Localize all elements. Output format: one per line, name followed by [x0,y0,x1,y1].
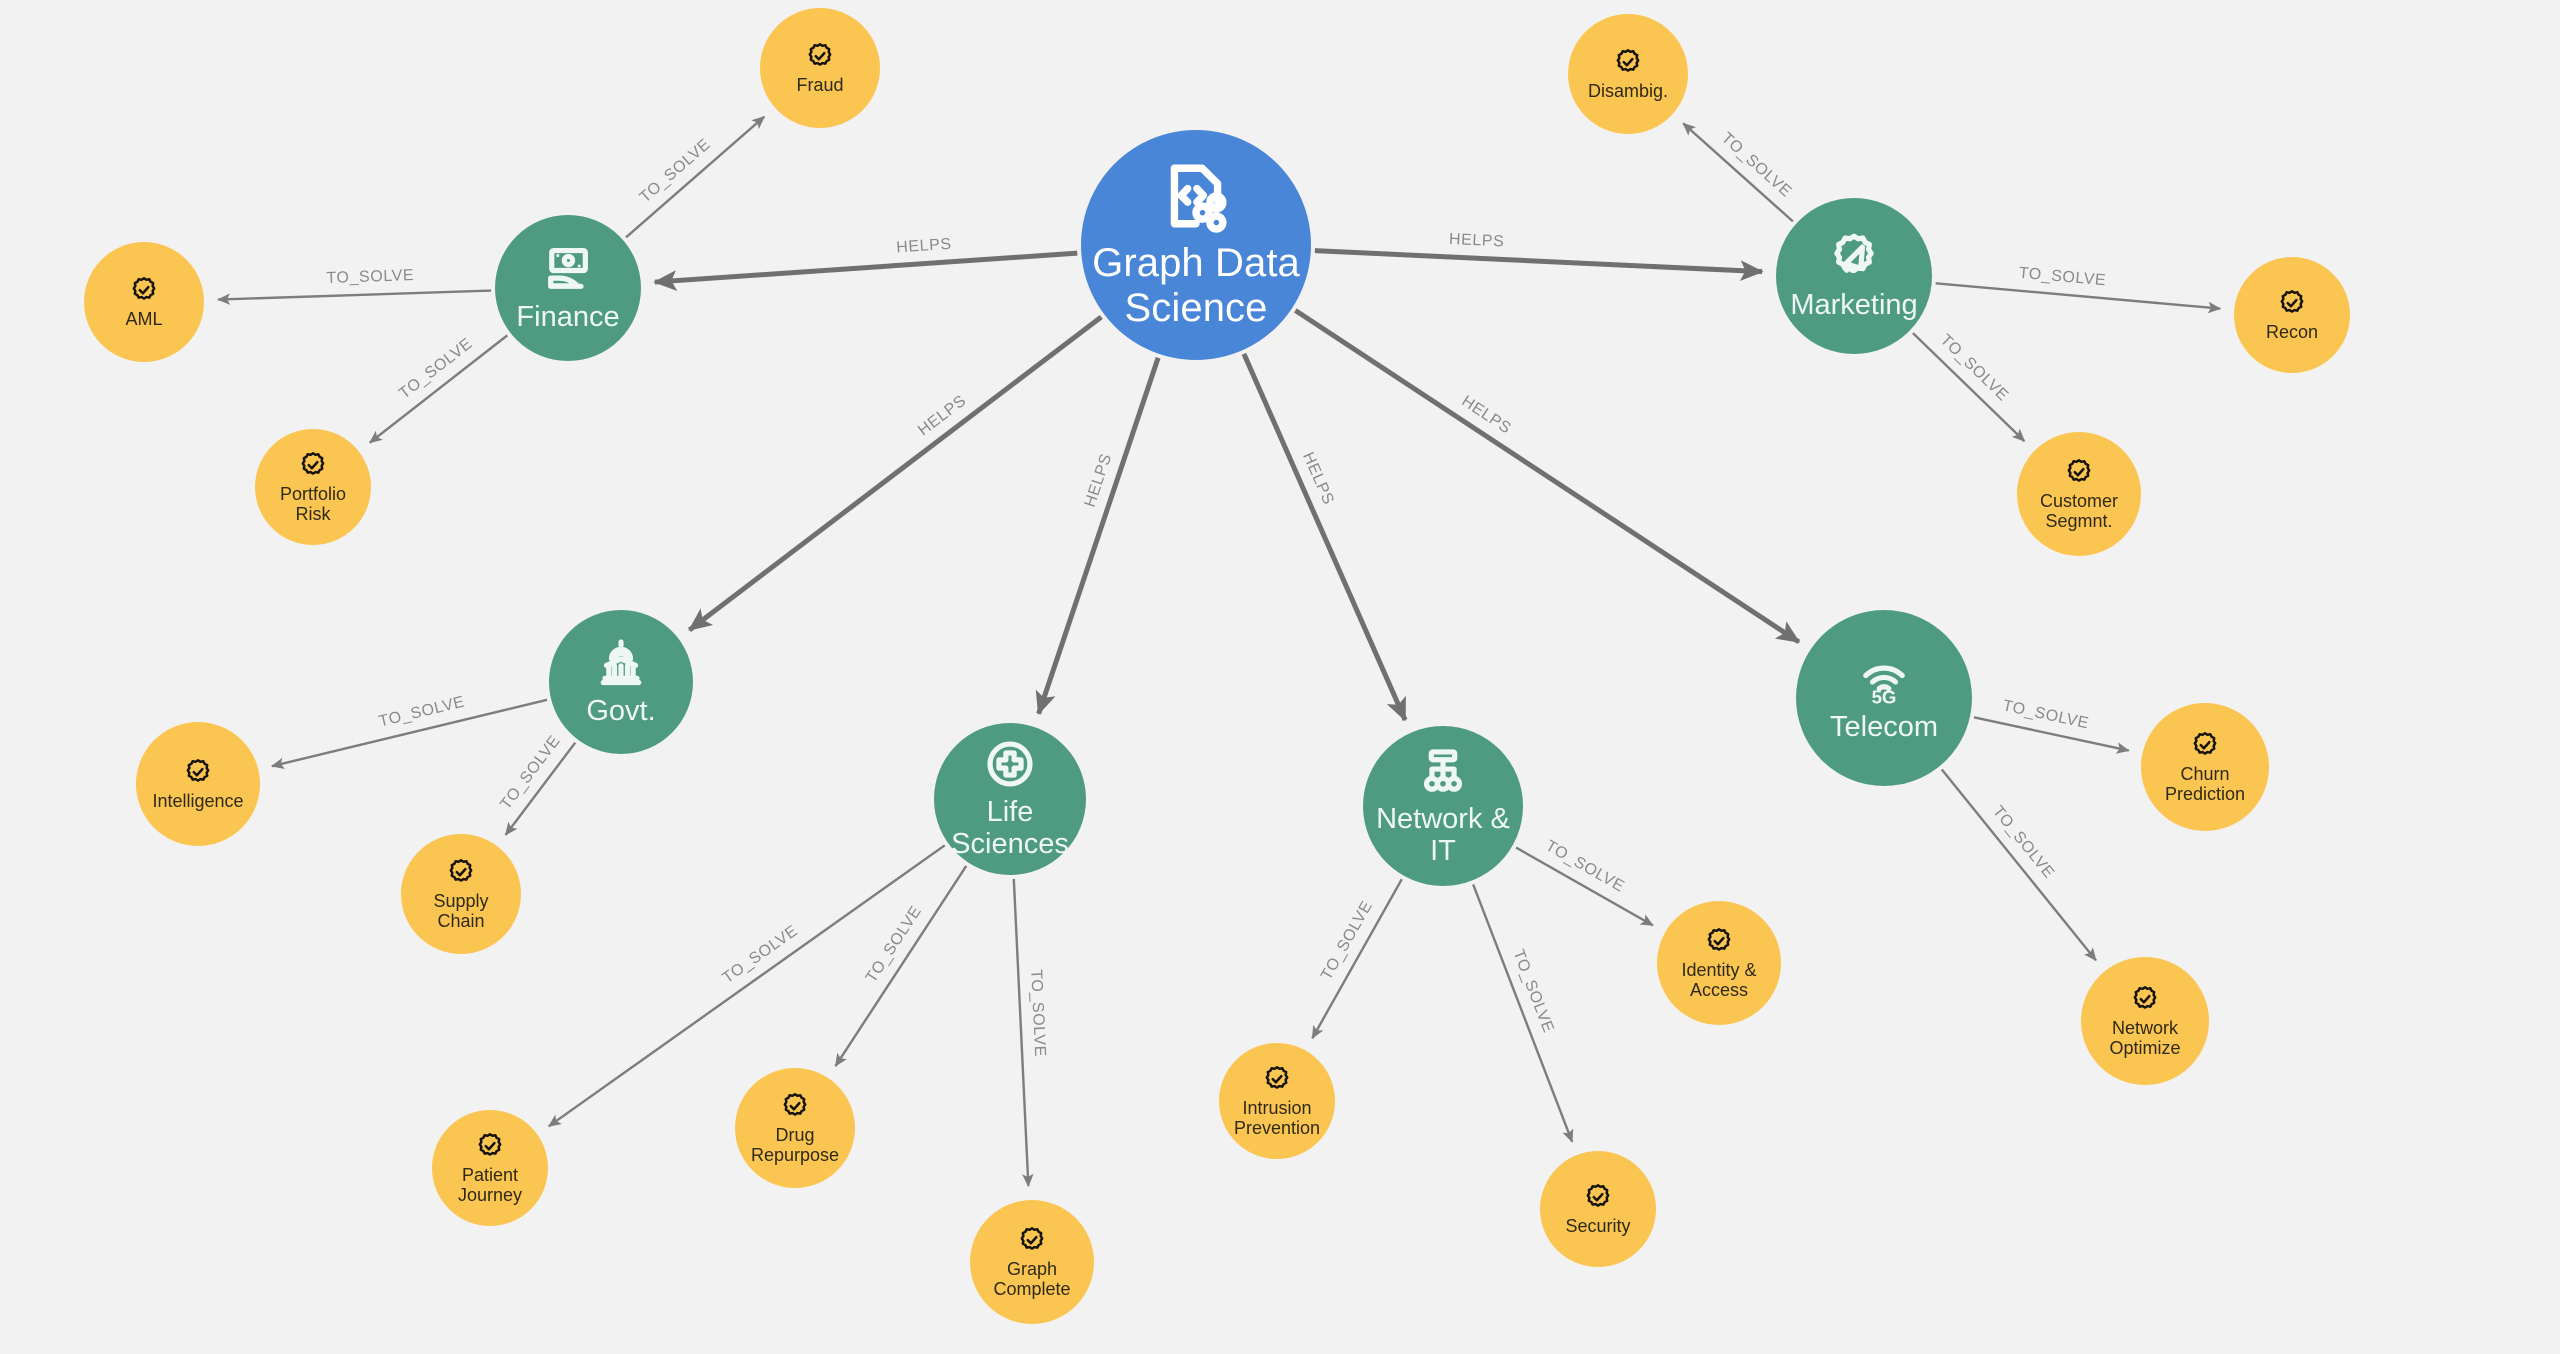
graph-node-govt[interactable]: Govt. [549,610,693,754]
graph-edge-telecom-to-netopt[interactable] [1940,768,2097,962]
graph-node-label-intel: Intelligence [152,790,244,811]
graph-edge-gds-to-telecom[interactable] [1294,308,1801,644]
medical-cross-icon [984,738,1036,790]
verified-badge-icon [805,41,835,71]
svg-text:5G: 5G [1872,686,1897,705]
graph-edge-govt-to-supply[interactable] [504,741,577,836]
graph-node-label-fraud: Fraud [796,74,844,95]
graph-node-disambig[interactable]: Disambig. [1568,14,1688,134]
graph-node-label-disambig: Disambig. [1587,80,1669,101]
graph-node-label-aml: AML [125,308,163,329]
graph-node-network[interactable]: Network &IT [1363,726,1523,886]
graph-node-telecom[interactable]: 5G Telecom [1796,610,1972,786]
verified-badge-icon [1704,926,1734,956]
graph-node-label-marketing: Marketing [1790,288,1918,321]
verified-badge-icon [475,1131,505,1161]
verified-badge-icon [2277,288,2307,318]
graph-edge-label-gds-to-marketing: HELPS [1449,231,1505,251]
graph-edge-gds-to-govt[interactable] [687,315,1103,632]
graph-node-recon[interactable]: Recon [2234,257,2350,373]
graph-edge-label-gds-to-finance: HELPS [896,236,953,257]
graph-edge-telecom-to-churn[interactable] [1973,716,2130,754]
graph-edge-marketing-to-disambig[interactable] [1682,122,1794,223]
five-g-signal-icon: 5G [1858,653,1910,707]
verified-badge-icon [2064,457,2094,487]
banknote-icon [542,243,594,295]
graph-edge-life-to-patient[interactable] [548,844,946,1128]
graph-node-label-security: Security [1565,1215,1631,1236]
graph-edge-gds-to-network[interactable] [1241,352,1408,722]
verified-badge-icon [129,275,159,305]
graph-edge-life-to-drug[interactable] [834,865,968,1067]
verified-badge-icon [298,450,328,480]
graph-edge-label-finance-to-aml: TO_SOLVE [326,267,414,287]
graph-edge-network-to-identity[interactable] [1515,846,1654,927]
graph-edge-gds-to-finance[interactable] [653,250,1078,291]
verified-badge-icon [183,757,213,787]
verified-badge-icon [780,1091,810,1121]
graph-edge-finance-to-fraud[interactable] [625,115,766,239]
graph-edge-finance-to-portfolio[interactable] [369,334,509,444]
graph-node-marketing[interactable]: Marketing [1776,198,1932,354]
hierarchy-icon [1417,745,1469,797]
graph-edge-gds-to-life[interactable] [1035,357,1161,716]
verified-badge-icon [1262,1064,1292,1094]
graph-edge-label-life-to-graphcomp: TO_SOLVE [1027,969,1048,1058]
verified-badge-icon [2130,984,2160,1014]
megaphone-badge-icon [1828,231,1880,283]
graph-node-security[interactable]: Security [1540,1151,1656,1267]
graph-edge-network-to-security[interactable] [1472,883,1574,1143]
graph-node-intel[interactable]: Intelligence [136,722,260,846]
verified-badge-icon [1613,47,1643,77]
graph-node-label-govt: Govt. [586,694,656,727]
verified-badge-icon [2190,730,2220,760]
graph-edge-govt-to-intel[interactable] [271,698,548,769]
verified-badge-icon [1017,1225,1047,1255]
graph-edge-marketing-to-recon[interactable] [1935,282,2222,314]
graph-node-label-recon: Recon [2265,321,2319,342]
graph-edge-network-to-intrusion[interactable] [1311,878,1403,1040]
graph-edge-gds-to-marketing[interactable] [1314,248,1764,282]
verified-badge-icon [446,857,476,887]
capitol-building-icon [595,637,647,689]
verified-badge-icon [1583,1182,1613,1212]
graph-node-label-telecom: Telecom [1830,710,1938,743]
graph-node-label-identity: Identity &Access [1681,959,1757,1000]
graph-node-label-finance: Finance [516,300,620,333]
graph-edge-finance-to-aml[interactable] [217,289,492,305]
graph-edge-life-to-graphcomp[interactable] [1012,878,1034,1187]
graph-edge-marketing-to-custseg[interactable] [1912,332,2026,442]
graph-node-aml[interactable]: AML [84,242,204,362]
code-document-share-icon [1159,159,1233,233]
graph-node-finance[interactable]: Finance [495,215,641,361]
graph-node-fraud[interactable]: Fraud [760,8,880,128]
graph-node-label-network: Network &IT [1376,802,1510,867]
graph-node-identity[interactable]: Identity &Access [1657,901,1781,1025]
